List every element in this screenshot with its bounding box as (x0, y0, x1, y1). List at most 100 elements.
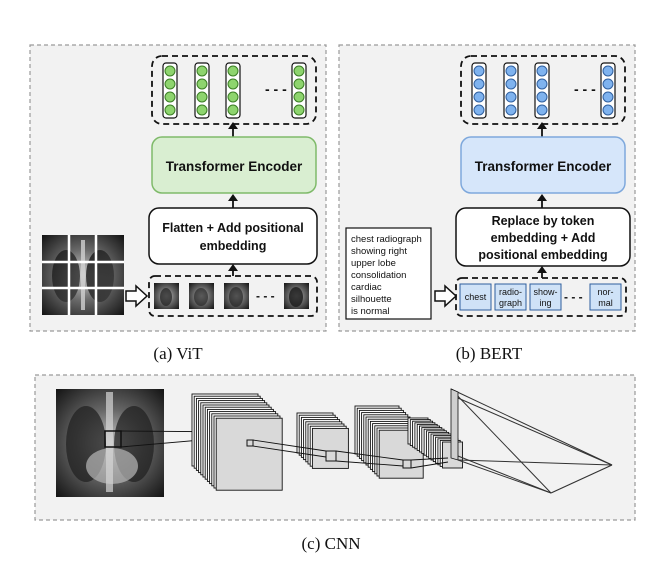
bert-word-token-2-label-a: radio- (499, 287, 522, 297)
vit-token-column-2 (194, 62, 210, 119)
cnn-feature-map (311, 427, 349, 469)
bert-token-unit (602, 78, 614, 90)
vit-token-unit (293, 65, 305, 77)
cnn-receptive-field (104, 430, 122, 448)
vit-token-unit (196, 65, 208, 77)
report-line-5: cardiac (351, 282, 382, 293)
vit-token-unit (293, 91, 305, 103)
vit-token-column-1 (162, 62, 178, 119)
bert-input-arrow (434, 284, 458, 308)
bert-word-token-last (589, 283, 622, 311)
vit-ellipsis: - - - (265, 81, 287, 97)
vit-token-unit (164, 91, 176, 103)
report-line-1: chest radiograph (351, 234, 422, 245)
bert-token-unit (536, 65, 548, 77)
bert-token-column-1 (471, 62, 487, 119)
bert-transformer-encoder (460, 136, 626, 194)
bert-word-token-2 (494, 283, 527, 311)
report-line-3: upper lobe (351, 258, 396, 269)
bert-token-unit (602, 91, 614, 103)
bert-token-unit (505, 65, 517, 77)
vit-arrowhead-to-flatten (228, 264, 238, 271)
report-line-7: is normal (351, 306, 390, 317)
bert-replace-line1: Replace by token (492, 214, 595, 228)
cnn-feature-maps-1 (191, 393, 283, 491)
bert-arrowhead-to-tokens (537, 122, 547, 129)
bert-token-ellipsis: - - - (564, 290, 583, 304)
vit-arrowhead-to-tokens (228, 122, 238, 129)
vit-patch-sequence-box (148, 275, 318, 317)
cnn-kernel-3 (402, 459, 412, 469)
vit-token-unit (164, 78, 176, 90)
bert-arrowhead-to-encoder (537, 194, 547, 201)
bert-token-sequence-box (455, 277, 627, 317)
vit-transformer-encoder (151, 136, 317, 194)
bert-replace-line2: embedding + Add (491, 231, 596, 245)
cnn-feature-maps-3 (354, 405, 424, 479)
vit-arrowhead-to-encoder (228, 194, 238, 201)
bert-word-token-2-label-b: graph (499, 298, 522, 308)
vit-token-unit (164, 65, 176, 77)
vit-patch-sequence: - - - (154, 283, 309, 309)
vit-flatten-box (148, 207, 318, 265)
bert-arrowhead-to-replace (537, 266, 547, 273)
cnn-kernel-1 (246, 439, 254, 447)
bert-word-token-1-label: chest (465, 292, 487, 302)
bert-token-unit (505, 78, 517, 90)
vit-token-unit (227, 65, 239, 77)
vit-output-tokens (162, 62, 307, 119)
report-line-2: showing right (351, 246, 407, 257)
cnn-fully-connected (450, 388, 613, 494)
vit-token-unit (196, 91, 208, 103)
vit-token-unit (227, 104, 239, 116)
bert-replace-box (455, 207, 631, 267)
caption-vit: (a) ViT (153, 344, 203, 363)
vit-token-unit (227, 78, 239, 90)
vit-panel: - - - Transformer Encoder Flatten + Add … (29, 44, 327, 332)
vit-token-unit (164, 104, 176, 116)
bert-token-unit (505, 91, 517, 103)
bert-token-unit (505, 104, 517, 116)
vit-input-image (42, 235, 124, 315)
report-line-6: silhouette (351, 294, 392, 305)
bert-report-text: chest radiograph showing right upper lob… (351, 234, 422, 317)
vit-flatten-line2: embedding (200, 239, 267, 253)
bert-word-token-1 (459, 283, 492, 311)
bert-token-column-4 (600, 62, 616, 119)
bert-token-unit (473, 91, 485, 103)
caption-bert: (b) BERT (456, 344, 523, 363)
bert-panel: - - - Transformer Encoder Replace by tok… (338, 44, 636, 332)
bert-replace-line3: positional embedding (478, 248, 607, 262)
vit-token-unit (196, 104, 208, 116)
vit-token-column-4 (291, 62, 307, 119)
bert-ellipsis: - - - (574, 81, 596, 97)
bert-token-column-3 (534, 62, 550, 119)
bert-token-column-2 (503, 62, 519, 119)
bert-output-tokens (471, 62, 616, 119)
vit-patch-ellipsis: - - - (256, 289, 275, 303)
bert-word-token-3-label-a: show- (533, 287, 557, 297)
bert-encoder-label: Transformer Encoder (475, 159, 612, 174)
bert-token-unit (536, 104, 548, 116)
vit-token-unit (196, 78, 208, 90)
bert-token-unit (473, 78, 485, 90)
vit-input-arrow (125, 284, 149, 308)
vit-token-unit (293, 104, 305, 116)
cnn-feature-map (215, 417, 283, 491)
bert-word-token-3 (529, 283, 562, 311)
cnn-input-image (56, 389, 164, 497)
bert-token-unit (473, 65, 485, 77)
vit-token-column-3 (225, 62, 241, 119)
bert-word-token-last-label-a: nor- (597, 287, 613, 297)
bert-token-unit (602, 65, 614, 77)
cnn-panel (34, 374, 636, 521)
vit-encoder-label: Transformer Encoder (166, 159, 303, 174)
bert-word-token-last-label-b: mal (598, 298, 613, 308)
bert-report-box (345, 227, 432, 320)
vit-token-unit (227, 91, 239, 103)
bert-token-unit (536, 91, 548, 103)
caption-cnn: (c) CNN (301, 534, 360, 553)
vit-token-unit (293, 78, 305, 90)
vit-flatten-line1: Flatten + Add positional (162, 221, 304, 235)
